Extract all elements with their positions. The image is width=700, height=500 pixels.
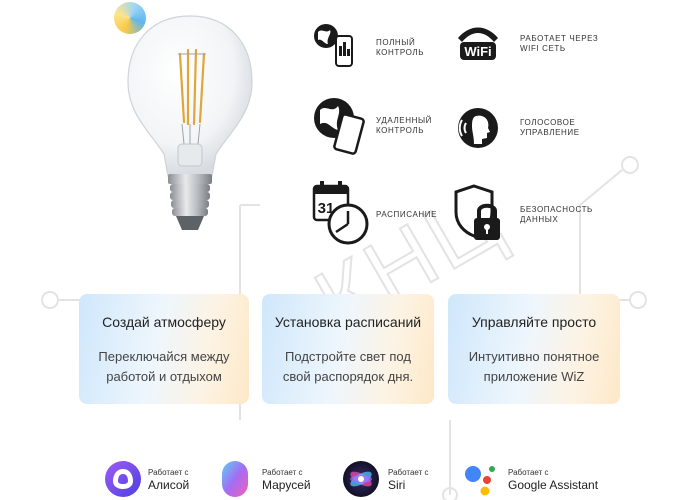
card-title: Установка расписаний bbox=[274, 314, 422, 330]
filament-bulb-image bbox=[120, 4, 260, 236]
card-title: Управляйте просто bbox=[471, 314, 597, 330]
assistant-siri: Работает с Siri bbox=[342, 460, 452, 500]
assistant-name: Siri bbox=[388, 478, 406, 492]
feature-label-voice-control: ГОЛОСОВОЕ УПРАВЛЕНИЕ bbox=[520, 118, 580, 138]
feature-label-schedule: РАСПИСАНИЕ bbox=[376, 210, 437, 220]
assistant-name: Алисой bbox=[148, 478, 190, 492]
card-create-atmosphere: Создай атмосферу Переключайся между рабо… bbox=[79, 294, 249, 404]
card-text: Переключайся между работой и отдыхом bbox=[98, 349, 230, 384]
wifi-badge-text: WiFi bbox=[464, 44, 491, 59]
assistant-caption: Работает с bbox=[148, 468, 189, 477]
feature-line1: БЕЗОПАСНОСТЬ bbox=[520, 205, 593, 214]
assistant-caption: Работает с bbox=[388, 468, 429, 477]
globe-phone-icon bbox=[312, 22, 356, 75]
calendar-number: 31 bbox=[318, 200, 335, 217]
feature-line1: УДАЛЕННЫЙ bbox=[376, 116, 433, 125]
assistant-google: Работает с Google Assistant bbox=[462, 460, 622, 500]
marusya-icon bbox=[222, 461, 248, 497]
card-text: Подстройте свет под свой распорядок дня. bbox=[282, 349, 414, 384]
siri-icon bbox=[343, 461, 379, 497]
alice-icon bbox=[105, 461, 141, 497]
assistant-caption: Работает с bbox=[508, 468, 549, 477]
feature-line2: ДАННЫХ bbox=[520, 215, 559, 224]
feature-line2: WIFI СЕТЬ bbox=[520, 44, 566, 53]
assistant-alice: Работает с Алисой bbox=[104, 460, 224, 500]
card-easy-control: Управляйте просто Интуитивно понятное пр… bbox=[448, 294, 620, 404]
feature-line1: РАБОТАЕТ ЧЕРЕЗ bbox=[520, 34, 599, 43]
feature-label-data-security: БЕЗОПАСНОСТЬ ДАННЫХ bbox=[520, 205, 593, 225]
assistant-caption: Работает с bbox=[262, 468, 303, 477]
feature-line1: ПОЛНЫЙ bbox=[376, 38, 416, 47]
card-title: Создай атмосферу bbox=[102, 314, 226, 330]
assistant-marusya: Работает с Марусей bbox=[220, 460, 340, 500]
feature-line2: УПРАВЛЕНИЕ bbox=[520, 128, 580, 137]
feature-label-remote-control: УДАЛЕННЫЙ КОНТРОЛЬ bbox=[376, 116, 432, 136]
calendar-clock-icon: 31 bbox=[312, 180, 370, 251]
feature-line1: ГОЛОСОВОЕ bbox=[520, 118, 576, 127]
assistant-name: Google Assistant bbox=[508, 478, 599, 492]
voice-head-icon bbox=[456, 106, 500, 155]
feature-label-full-control: ПОЛНЫЙ КОНТРОЛЬ bbox=[376, 38, 424, 58]
feature-label-wifi: РАБОТАЕТ ЧЕРЕЗ WIFI СЕТЬ bbox=[520, 34, 598, 54]
card-schedules: Установка расписаний Подстройте свет под… bbox=[262, 294, 434, 404]
google-assistant-icon bbox=[465, 466, 495, 496]
color-temperature-dot bbox=[114, 2, 146, 34]
shield-lock-icon bbox=[452, 184, 506, 251]
card-text: Интуитивно понятное приложение WiZ bbox=[468, 349, 600, 384]
earth-phone-icon bbox=[312, 96, 368, 161]
assistant-name: Марусей bbox=[262, 478, 311, 492]
wifi-icon: WiFi bbox=[456, 24, 500, 69]
feature-line2: КОНТРОЛЬ bbox=[376, 126, 425, 135]
feature-line2: КОНТРОЛЬ bbox=[376, 48, 425, 57]
feature-line1: РАСПИСАНИЕ bbox=[376, 210, 438, 219]
